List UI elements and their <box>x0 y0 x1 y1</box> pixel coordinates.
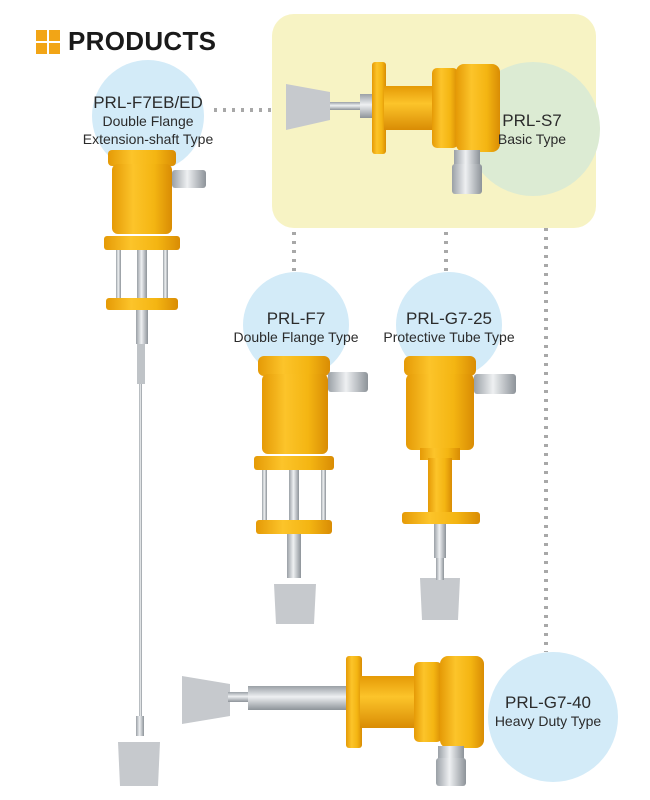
product-label-prl-s7: PRL-S7 Basic Type <box>480 110 584 149</box>
product-desc-line: Double Flange <box>102 113 194 130</box>
label-circle-prl-g7-40 <box>488 652 618 782</box>
product-desc-line: Double Flange Type <box>233 329 359 346</box>
product-desc-line: Heavy Duty Type <box>494 713 602 730</box>
product-desc-line: Basic Type <box>497 131 567 148</box>
product-name: PRL-F7EB/ED <box>93 93 203 112</box>
product-name: PRL-S7 <box>502 111 562 130</box>
product-label-prl-g7-25: PRL-G7-25 Protective Tube Type <box>372 308 526 347</box>
product-image-prl-f7 <box>254 356 368 624</box>
product-label-prl-f7eb-ed: PRL-F7EB/ED Double Flange Extension-shaf… <box>60 92 236 148</box>
product-label-prl-g7-40: PRL-G7-40 Heavy Duty Type <box>478 692 618 731</box>
product-label-prl-f7: PRL-F7 Double Flange Type <box>222 308 370 347</box>
product-image-prl-s7 <box>286 62 500 194</box>
products-header: PRODUCTS <box>36 26 216 57</box>
product-desc-line: Extension-shaft Type <box>82 130 214 147</box>
product-image-prl-g7-40 <box>182 656 484 786</box>
product-desc-line: Protective Tube Type <box>383 329 515 346</box>
four-squares-icon <box>36 29 60 54</box>
product-name: PRL-F7 <box>266 309 326 328</box>
product-name: PRL-G7-40 <box>505 693 591 712</box>
connector-lines <box>214 108 548 652</box>
product-image-prl-f7eb-ed <box>104 150 206 786</box>
page-title: PRODUCTS <box>68 26 217 56</box>
product-image-prl-g7-25 <box>402 356 516 620</box>
product-name: PRL-G7-25 <box>406 309 492 328</box>
